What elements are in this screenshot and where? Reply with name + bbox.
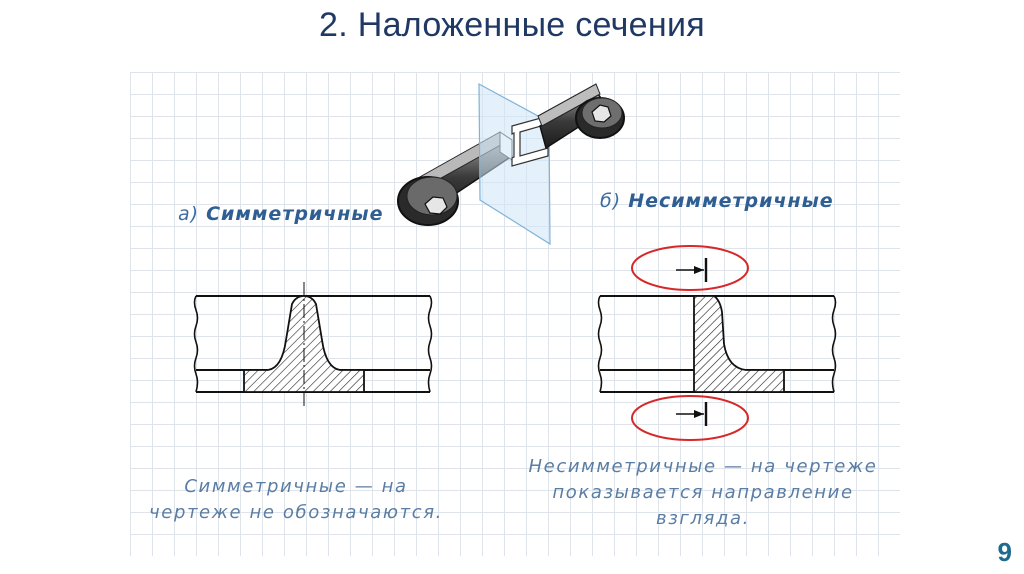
symmetric-section-drawing [193,282,433,406]
caption-asymmetric-line2: показывается направление [552,482,854,503]
asymmetric-section-shape [693,295,785,393]
label-symmetric: а) Симметричные [178,203,383,225]
caption-asymmetric: Несимметричные — на чертеже показывается… [508,454,898,532]
caption-symmetric-line1: Симметричные — на [184,476,408,497]
caption-asymmetric-line1: Несимметричные — на чертеже [528,456,878,477]
connecting-rod-illustration [397,82,625,246]
view-direction-arrow-bottom [676,402,708,426]
page-number: 9 [997,537,1012,567]
label-asymmetric-prefix: б) [600,190,622,212]
view-direction-arrow-top [676,258,708,282]
label-symmetric-prefix: а) [178,203,200,225]
highlight-ellipse-bottom [631,395,749,441]
slide-title: 2. Наложенные сечения [319,6,705,44]
caption-asymmetric-line3: взгляда. [656,508,750,529]
highlight-ellipse-top [631,245,749,291]
label-asymmetric: б) Несимметричные [600,190,834,212]
label-symmetric-name: Симметричные [206,203,384,225]
caption-symmetric-line2: чертеже не обозначаются. [149,502,443,523]
asymmetric-section-drawing [597,245,837,441]
caption-symmetric: Симметричные — на чертеже не обозначаютс… [138,474,454,526]
label-asymmetric-name: Несимметричные [628,190,834,212]
